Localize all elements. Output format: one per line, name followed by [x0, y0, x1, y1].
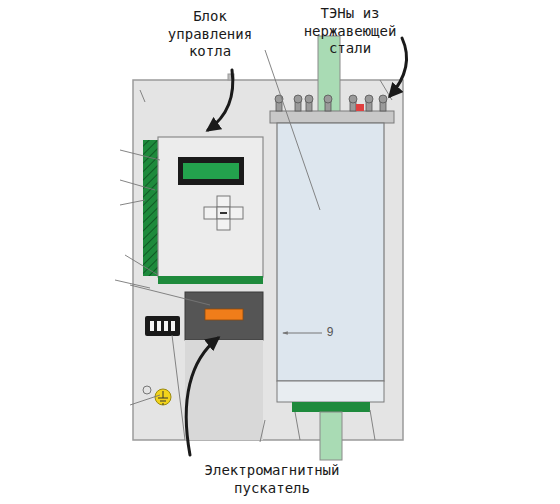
tank	[277, 123, 384, 381]
annotation-label: Электромагнитный пускатель	[182, 462, 362, 497]
inlet-pipe	[320, 412, 342, 460]
keypad	[204, 196, 243, 230]
back-panel	[133, 80, 403, 440]
control-unit	[158, 137, 263, 277]
annotation-label: Блок управления котла	[155, 8, 265, 61]
side-strip	[143, 140, 158, 276]
callout-number: 9	[325, 325, 336, 340]
contactor	[185, 292, 263, 340]
bottom-flange	[292, 402, 370, 412]
heater-flange	[270, 111, 394, 123]
display	[178, 157, 244, 185]
heater-terminals	[275, 95, 387, 111]
annotation-label: ТЭНы из нержавеющей стали	[288, 5, 413, 58]
terminal-block	[145, 316, 180, 336]
ground-symbol	[155, 389, 171, 405]
